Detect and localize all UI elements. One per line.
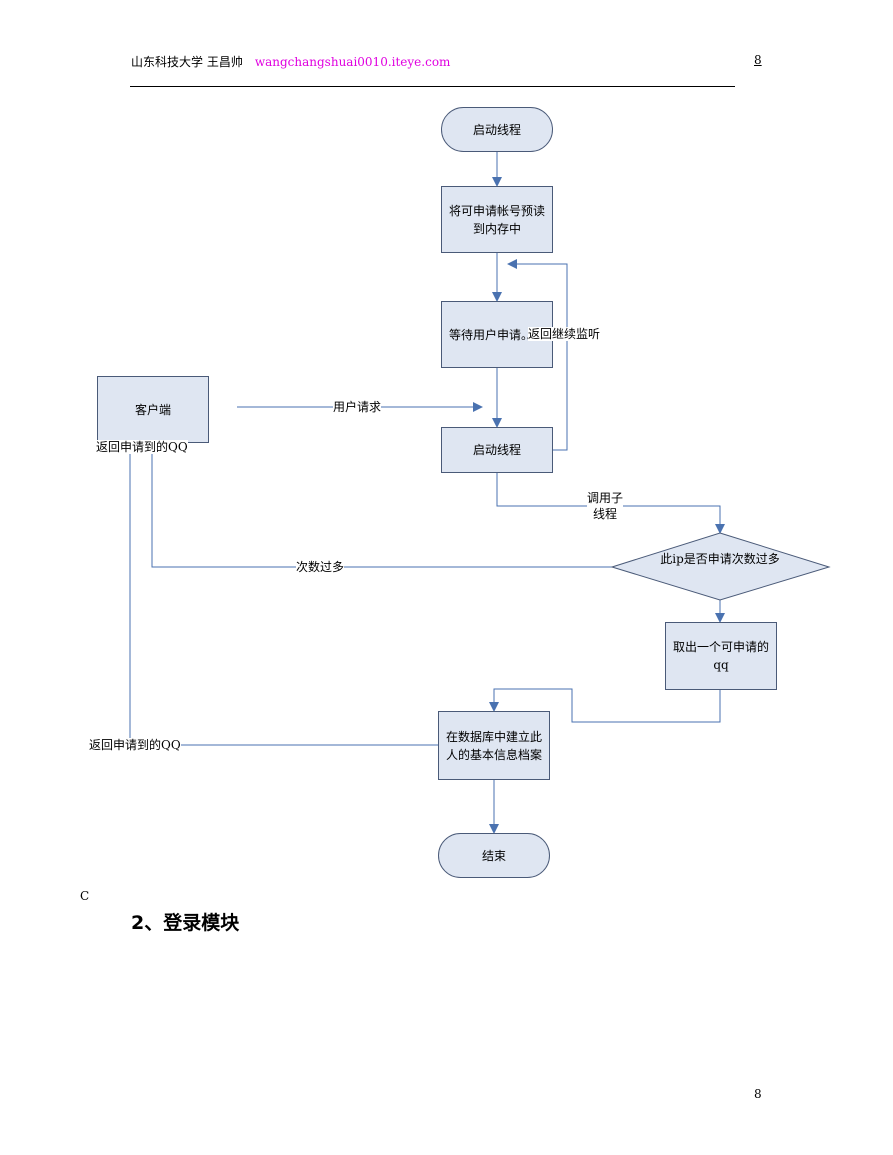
- end-node: 结束: [438, 833, 550, 878]
- create-profile-label: 在数据库中建立此人的基本信息档案: [445, 729, 542, 762]
- create-profile-node: 在数据库中建立此人的基本信息档案: [438, 711, 550, 780]
- label-call-child: 调用子线程: [587, 490, 624, 522]
- header-school-author: 山东科技大学 王昌帅: [131, 55, 243, 69]
- header-divider: [130, 86, 735, 87]
- header-page-number: 8: [754, 53, 762, 67]
- end-label: 结束: [481, 848, 506, 863]
- line-return-qq: [129, 443, 438, 746]
- header-title: 山东科技大学 王昌帅 wangchangshuai0010.iteye.com: [131, 53, 450, 70]
- preload-label: 将可申请帐号预读到内存中: [448, 203, 545, 236]
- label-return-qq-bottom: 返回申请到的QQ: [89, 738, 181, 752]
- section-title: 2、登录模块: [131, 912, 240, 934]
- arrow-loop-back: [507, 259, 568, 451]
- stray-char: C: [80, 889, 90, 903]
- footer-page-number: 8: [754, 1087, 762, 1101]
- decision-label: 此ip是否申请次数过多: [660, 552, 780, 566]
- label-return-qq-top: 返回申请到的QQ: [96, 440, 188, 454]
- label-too-many: 次数过多: [296, 560, 345, 574]
- take-qq-label: 取出一个可申请的qq: [672, 640, 769, 672]
- header-link[interactable]: wangchangshuai0010.iteye.com: [254, 55, 451, 69]
- take-qq-node: 取出一个可申请的qq: [665, 622, 777, 690]
- arrow-take-profile: [489, 688, 721, 723]
- start-thread2-node: 启动线程: [441, 427, 553, 473]
- wait-label: 等待用户申请。。。: [448, 327, 545, 342]
- start-thread-label: 启动线程: [472, 122, 521, 137]
- client-label: 客户端: [134, 402, 171, 417]
- decision-diamond: [610, 532, 831, 601]
- start-thread-node: 启动线程: [441, 107, 553, 152]
- line-too-many: [151, 443, 612, 568]
- label-continue-listen: 返回继续监听: [528, 327, 601, 341]
- start-thread2-label: 启动线程: [472, 443, 521, 457]
- label-user-request: 用户请求: [333, 400, 382, 414]
- client-node: 客户端: [97, 376, 209, 443]
- preload-node: 将可申请帐号预读到内存中: [441, 186, 553, 253]
